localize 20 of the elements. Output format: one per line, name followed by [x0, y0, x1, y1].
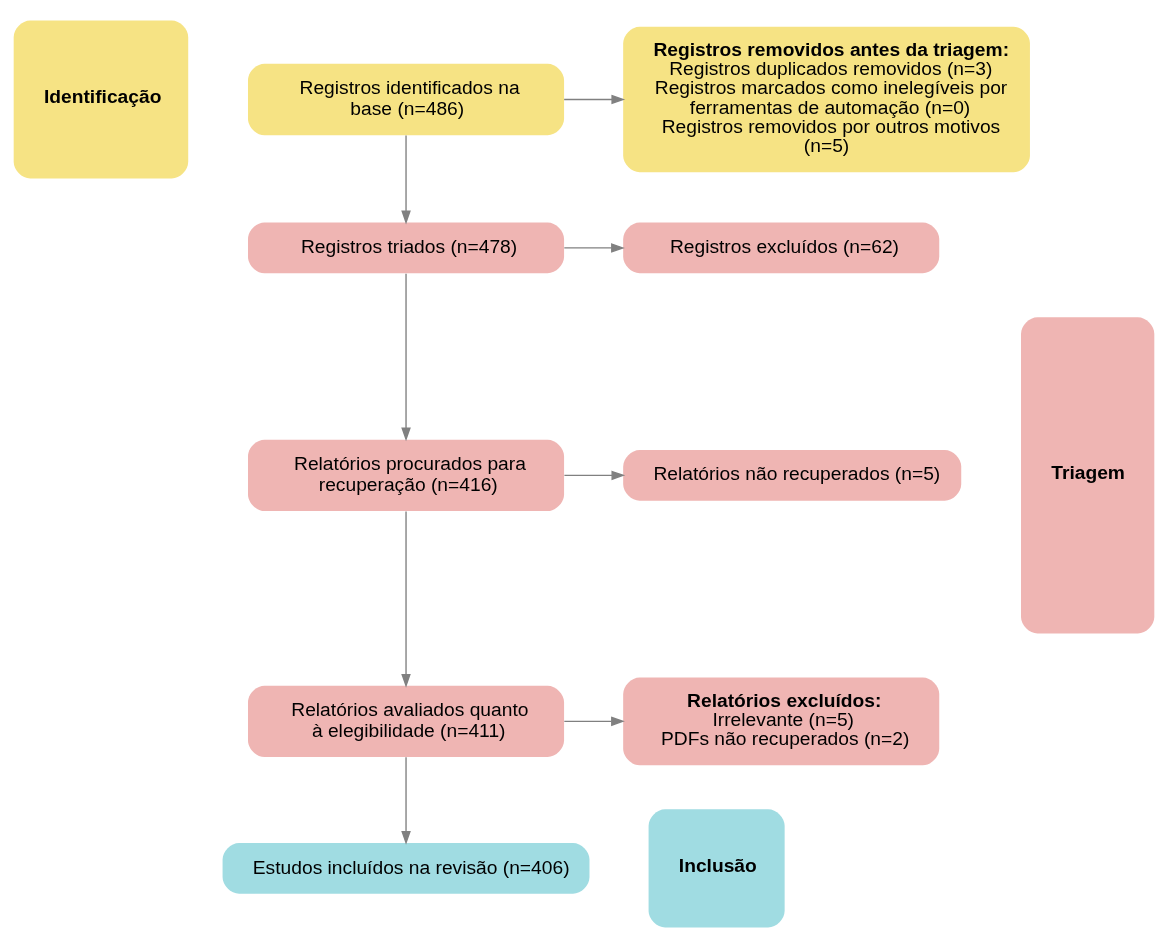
node-box: Registros removidos antes da triagem: Registros duplicados removidos (n=3) Registros marcados como inelegíveis por ferramentas de automação (n=0) Registros removidos por outros motivos (n=5): [623, 26, 1030, 172]
node-box: Triagem: [1021, 316, 1155, 633]
node-box: Inclusão: [648, 808, 785, 927]
arrow: [563, 94, 626, 104]
arrow: [401, 510, 411, 688]
arrow: [401, 756, 411, 845]
node-box: Registros identificados na base (n=486): [248, 63, 565, 135]
arrow: [563, 716, 625, 726]
arrow: [401, 134, 411, 224]
arrow: [401, 272, 411, 441]
node-box: Estudos incluídos na revisão (n=406): [222, 842, 590, 894]
node-box: Relatórios procurados para recuperação (n=416): [248, 439, 565, 511]
arrow: [563, 242, 625, 253]
node-box: Relatórios não recuperados (n=5): [623, 449, 962, 501]
node-box: Identificação: [13, 20, 189, 179]
arrow: [563, 470, 626, 480]
node-box: Registros triados (n=478): [248, 222, 565, 273]
node-box: Registros excluídos (n=62): [623, 222, 940, 273]
node-box: Relatórios avaliados quanto à elegibilidade (n=411): [248, 685, 565, 757]
node-box: Relatórios excluídos: Irrelevante (n=5) PDFs não recuperados (n=2): [623, 676, 940, 765]
